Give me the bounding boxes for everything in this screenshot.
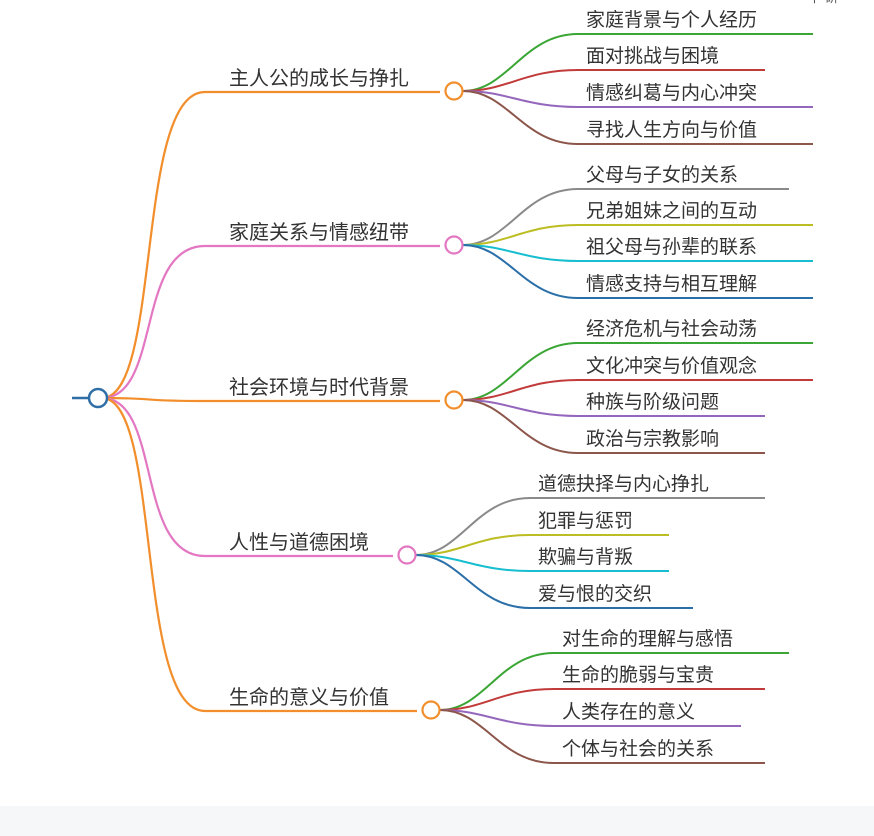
branch-label-5[interactable]: 生命的意义与价值 bbox=[229, 685, 389, 709]
branch-node-1[interactable] bbox=[444, 81, 464, 101]
child-label-2-2[interactable]: 兄弟姐妹之间的互动 bbox=[586, 200, 757, 222]
child-label-5-1[interactable]: 对生命的理解与感悟 bbox=[562, 628, 733, 650]
branch-connector-2 bbox=[101, 244, 440, 400]
child-connector-2-1 bbox=[462, 188, 789, 246]
child-label-4-2[interactable]: 犯罪与惩罚 bbox=[538, 510, 633, 532]
child-connector-1-4 bbox=[462, 90, 813, 145]
branch-node-3[interactable] bbox=[444, 390, 464, 410]
child-label-4-1[interactable]: 道德抉择与内心挣扎 bbox=[538, 473, 709, 495]
child-connector-3-3 bbox=[462, 399, 765, 417]
child-connector-3-2 bbox=[462, 379, 813, 401]
child-connector-1-3 bbox=[462, 90, 813, 108]
child-connector-4-3 bbox=[415, 554, 669, 572]
child-connector-4-2 bbox=[415, 534, 669, 556]
child-connector-5-4 bbox=[439, 709, 765, 764]
branch-connector-4 bbox=[101, 396, 393, 558]
corner-text: 中 研 bbox=[808, 0, 868, 6]
child-connector-2-3 bbox=[462, 244, 813, 262]
child-label-2-3[interactable]: 祖父母与孙辈的联系 bbox=[586, 236, 757, 258]
branch-connector-1 bbox=[101, 90, 440, 400]
child-connector-1-1 bbox=[462, 33, 813, 92]
child-label-1-4[interactable]: 寻找人生方向与价值 bbox=[586, 119, 757, 141]
child-label-2-4[interactable]: 情感支持与相互理解 bbox=[586, 273, 757, 295]
child-label-1-3[interactable]: 情感纠葛与内心冲突 bbox=[586, 82, 757, 104]
branch-node-2[interactable] bbox=[444, 235, 464, 255]
branch-label-1[interactable]: 主人公的成长与挣扎 bbox=[229, 66, 409, 90]
child-label-3-3[interactable]: 种族与阶级问题 bbox=[586, 391, 719, 413]
branch-connector-5 bbox=[101, 396, 417, 713]
branch-label-4[interactable]: 人性与道德困境 bbox=[229, 530, 369, 554]
child-connector-2-4 bbox=[462, 244, 813, 299]
branch-connector-3 bbox=[101, 396, 440, 403]
child-connector-5-2 bbox=[439, 688, 765, 711]
root-node[interactable] bbox=[87, 387, 109, 409]
child-connector-5-3 bbox=[439, 709, 741, 727]
child-label-3-2[interactable]: 文化冲突与价值观念 bbox=[586, 354, 757, 377]
branch-node-4[interactable] bbox=[397, 545, 417, 565]
child-label-3-1[interactable]: 经济危机与社会动荡 bbox=[586, 318, 757, 340]
child-label-2-1[interactable]: 父母与子女的关系 bbox=[586, 164, 738, 186]
child-label-3-4[interactable]: 政治与宗教影响 bbox=[586, 428, 719, 450]
child-label-5-2[interactable]: 生命的脆弱与宝贵 bbox=[562, 664, 714, 686]
child-connector-4-1 bbox=[415, 497, 765, 556]
child-connector-3-1 bbox=[462, 342, 813, 401]
child-connector-3-4 bbox=[462, 399, 765, 454]
child-label-5-3[interactable]: 人类存在的意义 bbox=[562, 701, 695, 723]
child-label-1-2[interactable]: 面对挑战与困境 bbox=[586, 45, 719, 67]
branch-label-3[interactable]: 社会环境与时代背景 bbox=[229, 375, 409, 399]
child-connector-1-2 bbox=[462, 69, 765, 92]
footer-strip bbox=[0, 806, 874, 836]
child-connector-5-1 bbox=[439, 652, 789, 711]
child-label-4-3[interactable]: 欺骗与背叛 bbox=[538, 546, 633, 568]
child-label-4-4[interactable]: 爱与恨的交织 bbox=[538, 583, 652, 605]
child-connector-2-2 bbox=[462, 224, 813, 246]
child-label-5-4[interactable]: 个体与社会的关系 bbox=[562, 738, 714, 760]
child-connector-4-4 bbox=[415, 554, 693, 609]
branch-label-2[interactable]: 家庭关系与情感纽带 bbox=[229, 220, 409, 244]
branch-node-5[interactable] bbox=[421, 700, 441, 720]
child-label-1-1[interactable]: 家庭背景与个人经历 bbox=[586, 9, 757, 31]
